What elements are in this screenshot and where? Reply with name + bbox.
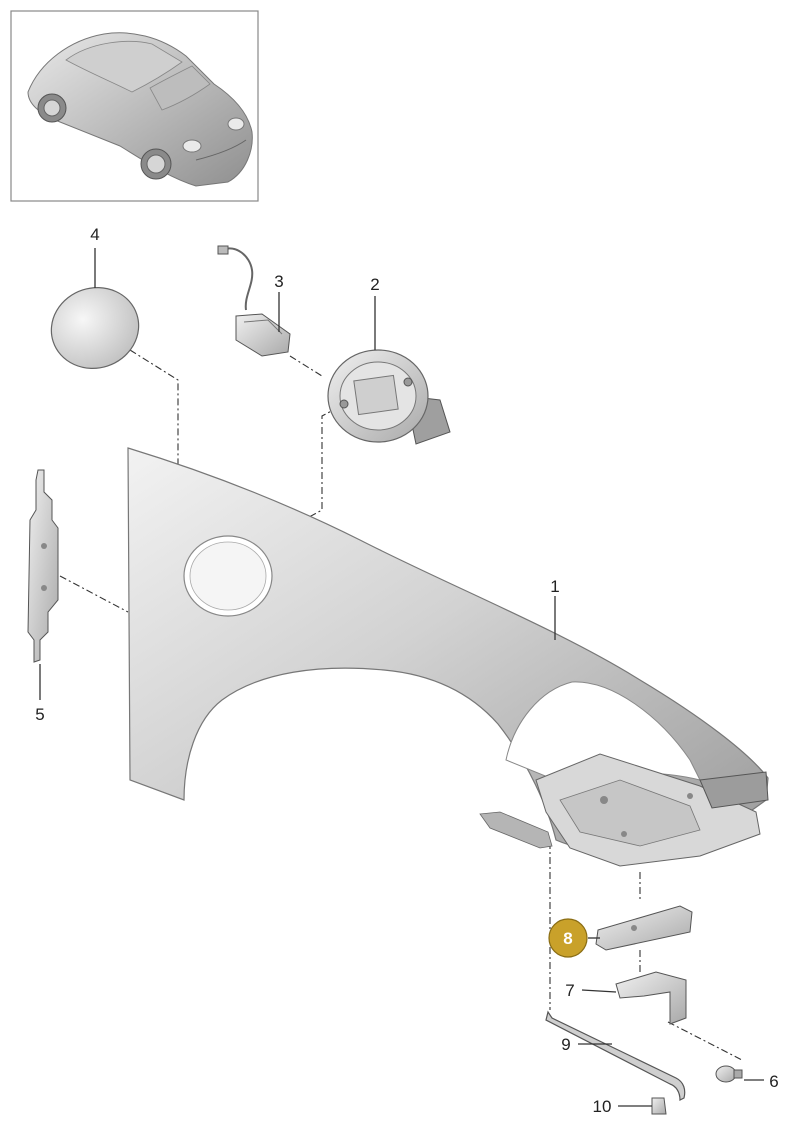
callout-5[interactable]: 5 [35, 705, 44, 724]
callout-6[interactable]: 6 [769, 1072, 778, 1091]
callout-4[interactable]: 4 [90, 225, 99, 244]
rivet [715, 1065, 743, 1083]
callout-8[interactable]: 8 [563, 929, 572, 948]
car-overview-panel [10, 10, 259, 202]
fender [127, 447, 769, 867]
mounting-bracket [27, 469, 59, 663]
callout-9[interactable]: 9 [561, 1035, 570, 1054]
callout-8-badge[interactable]: 8 [548, 918, 588, 958]
callout-1[interactable]: 1 [550, 577, 559, 596]
fuel-flap [50, 287, 140, 369]
clip [651, 1097, 667, 1115]
car-overview-icon [27, 32, 253, 187]
callout-3[interactable]: 3 [274, 272, 283, 291]
leader-lines [39, 248, 764, 1107]
highlight-badge [548, 918, 588, 958]
flap-actuator [217, 245, 291, 357]
strut-bar [545, 1010, 686, 1101]
bracket-plate [595, 905, 693, 951]
fuel-filler-housing [327, 349, 451, 445]
callout-10[interactable]: 10 [593, 1097, 612, 1116]
support-bracket [615, 971, 687, 1025]
callout-2[interactable]: 2 [370, 275, 379, 294]
callout-numbers: 4 3 2 1 5 8 7 9 6 10 [35, 225, 778, 1116]
callout-7[interactable]: 7 [565, 981, 574, 1000]
